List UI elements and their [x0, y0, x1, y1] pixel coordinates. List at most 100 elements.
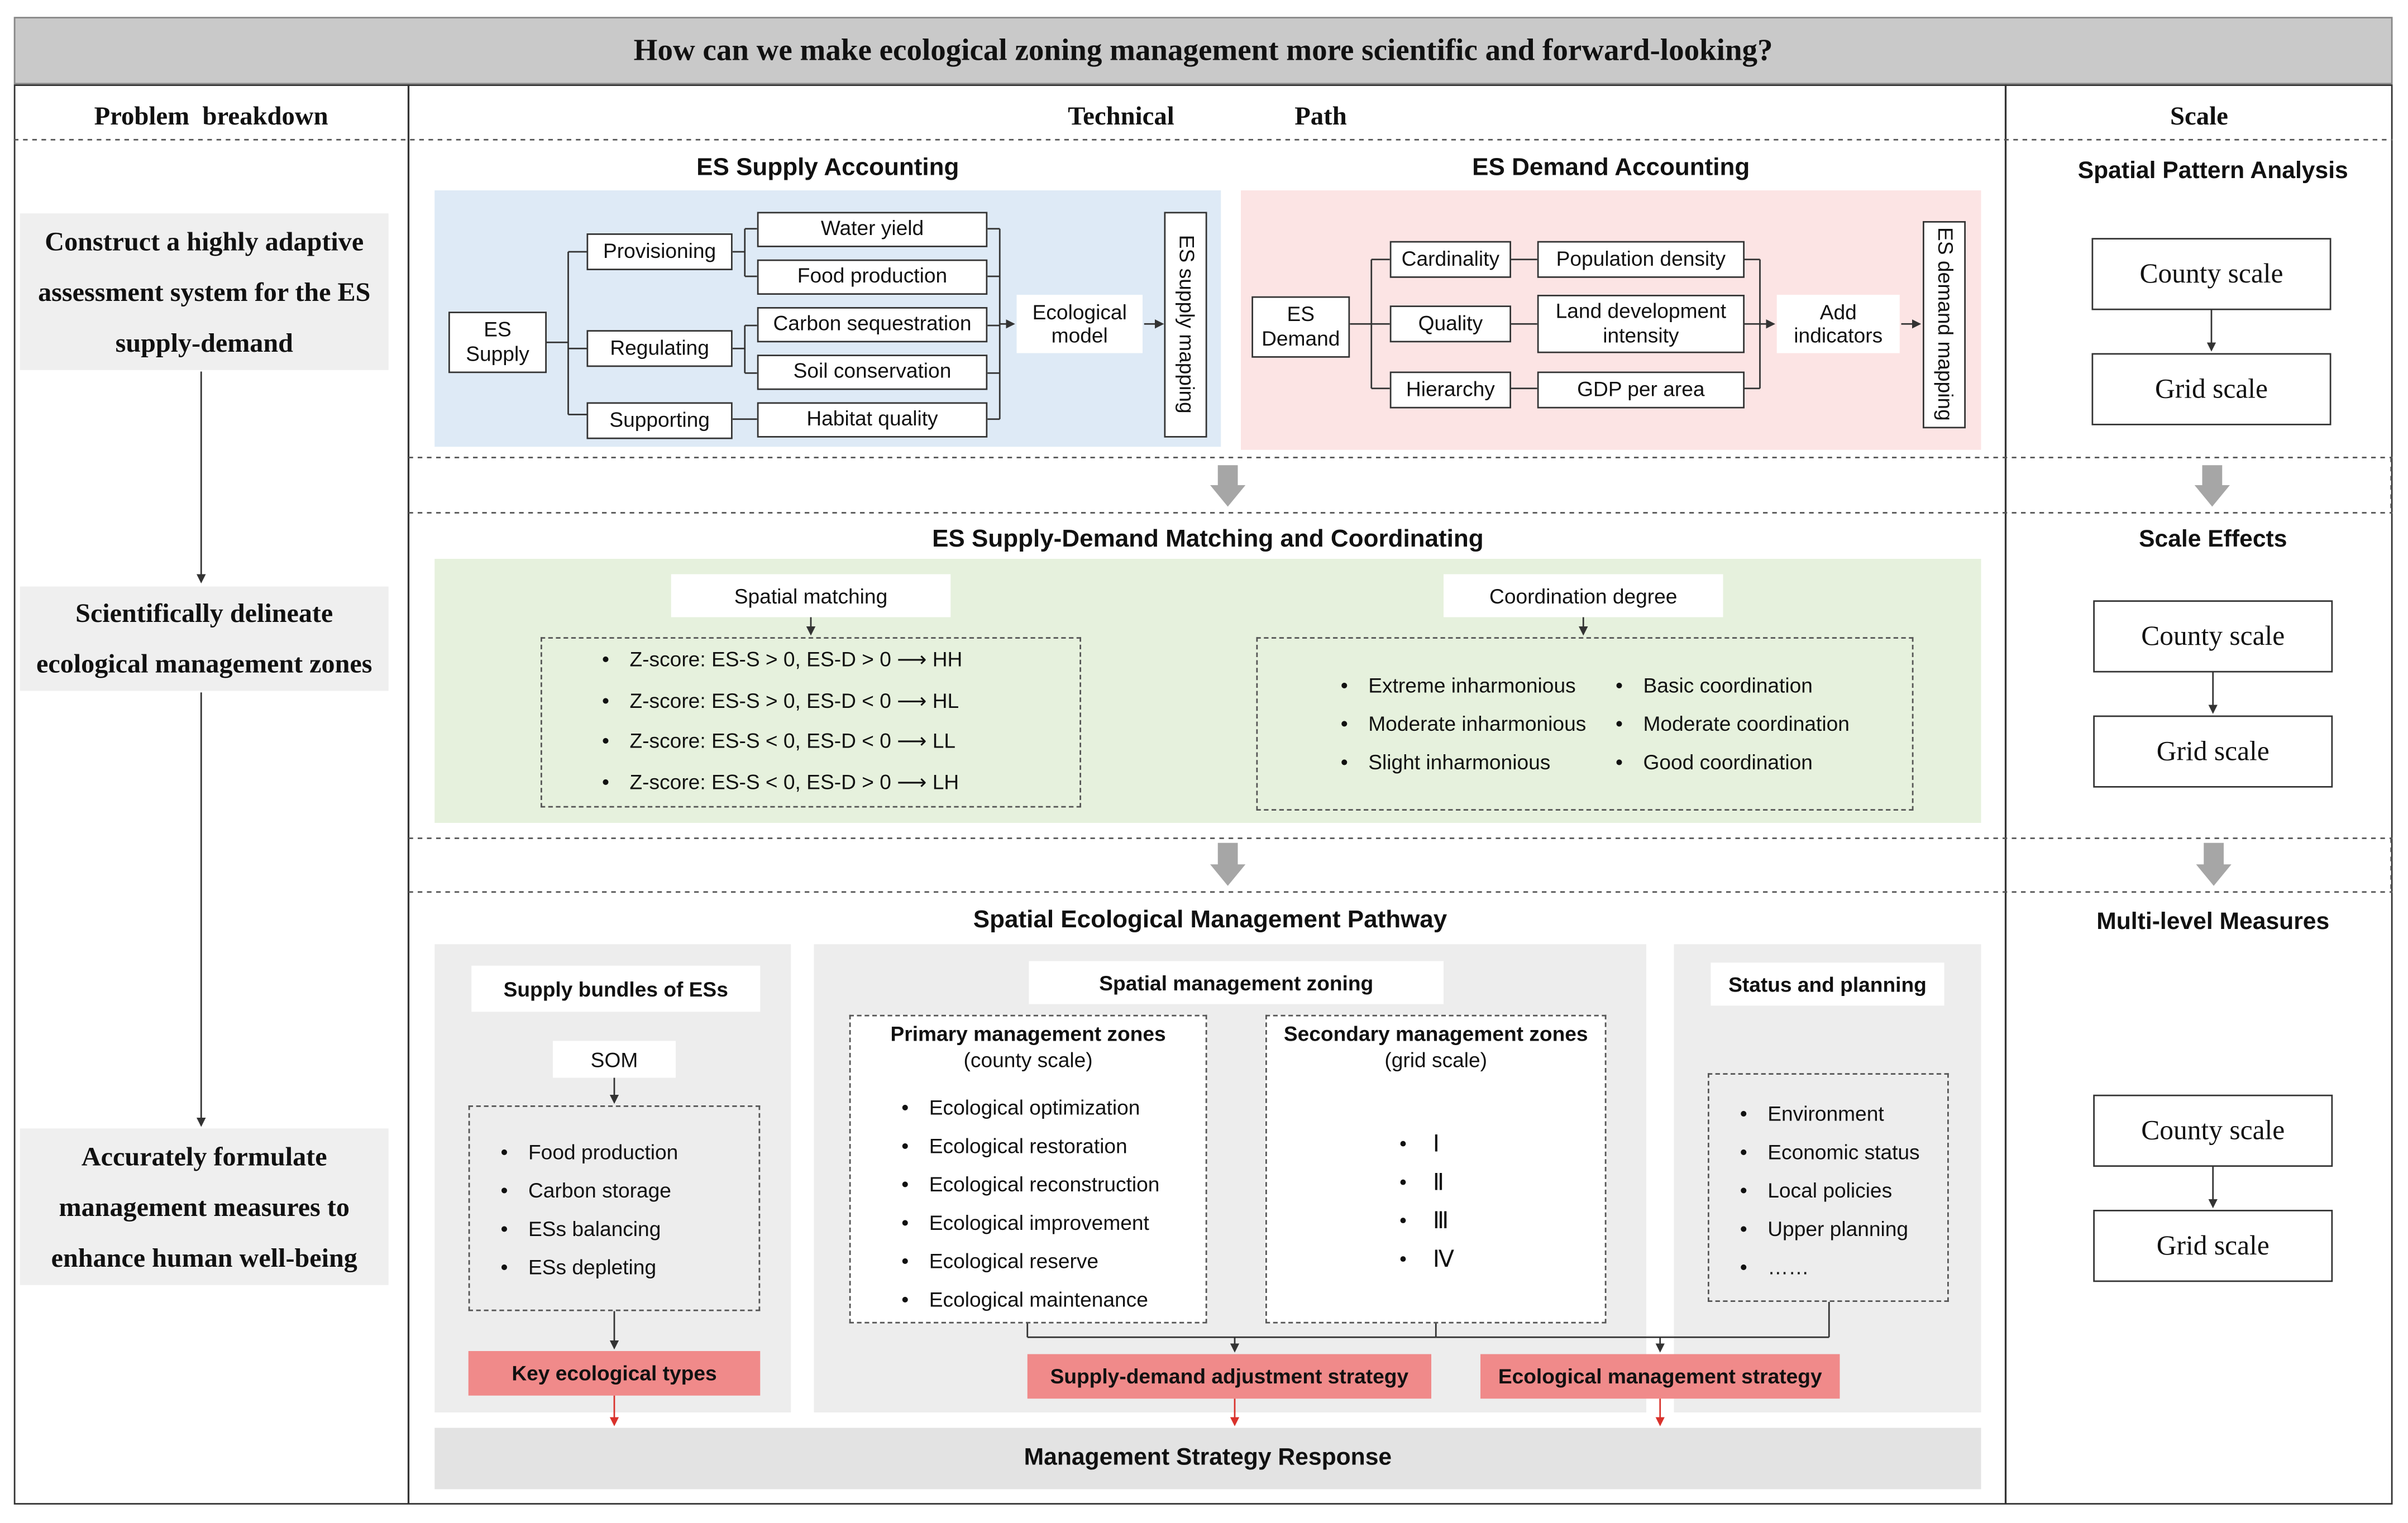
- status-list-box: [1708, 1073, 1949, 1302]
- secondary-zones-subtitle: (grid scale): [1384, 1048, 1488, 1072]
- ecological-management-strategy-box: Ecological management strategy: [1480, 1354, 1840, 1399]
- coordination-box: [1256, 637, 1914, 811]
- primary-zones-list: Ecological optimization Ecological resto…: [901, 1093, 1159, 1324]
- bundle-item: ESs depleting: [501, 1253, 679, 1291]
- supply-model-box: Ecological model: [1016, 295, 1143, 353]
- primary-zone-item: Ecological reserve: [901, 1247, 1159, 1285]
- down-arrow-icon: [1210, 842, 1246, 886]
- problem-3-text: Accurately formulate management measures…: [51, 1139, 357, 1272]
- scale-2-upper: County scale: [2093, 600, 2333, 673]
- problem-1: Construct a highly adaptive assessment s…: [20, 213, 389, 370]
- status-item: ……: [1740, 1253, 1920, 1291]
- scale-1-lower: Grid scale: [2091, 353, 2331, 425]
- bundles-list: Food production Carbon storage ESs balan…: [501, 1138, 679, 1291]
- header-technical-word2: Path: [1294, 101, 1347, 131]
- demand-leaf-population-density: Population density: [1537, 241, 1745, 278]
- supply-leaf-soil-conservation: Soil conservation: [757, 355, 988, 390]
- pathway-title: Spatial Ecological Management Pathway: [973, 907, 1447, 933]
- primary-zones-subtitle: (county scale): [963, 1048, 1093, 1072]
- coordination-degree-label: Coordination degree: [1444, 574, 1723, 617]
- problem-2-text: Scientifically delineate ecological mana…: [36, 597, 372, 679]
- bundles-title: Supply bundles of ESs: [471, 965, 761, 1012]
- scale-1-title: Spatial Pattern Analysis: [2077, 158, 2348, 184]
- primary-zone-item: Ecological maintenance: [901, 1285, 1159, 1324]
- demand-category-quality: Quality: [1389, 305, 1511, 343]
- coordination-item: Slight inharmonious: [1341, 748, 1587, 786]
- management-response-bar: Management Strategy Response: [434, 1428, 1981, 1490]
- problem-3: Accurately formulate management measures…: [20, 1128, 389, 1285]
- status-item: Environment: [1740, 1099, 1920, 1138]
- main-frame: [13, 84, 2393, 1505]
- supply-mapping-box: ES supply mapping: [1164, 212, 1207, 438]
- status-list: Environment Economic status Local polici…: [1740, 1099, 1920, 1291]
- som-box: SOM: [553, 1041, 676, 1078]
- zscore-item: Z-score: ES-S < 0, ES-D > 0 ⟶ LH: [602, 767, 962, 808]
- header-scale: Scale: [2170, 101, 2228, 131]
- demand-leaf-land-development: Land development intensity: [1537, 295, 1745, 353]
- supply-demand-adjustment-box: Supply-demand adjustment strategy: [1027, 1354, 1431, 1399]
- supply-category-supporting: Supporting: [586, 402, 733, 439]
- problem-1-text: Construct a highly adaptive assessment s…: [38, 224, 371, 357]
- coordination-item: Moderate coordination: [1616, 710, 1850, 748]
- coordination-item: Extreme inharmonious: [1341, 671, 1587, 710]
- supply-leaf-habitat-quality: Habitat quality: [757, 402, 988, 438]
- demand-mapping-box: ES demand mapping: [1923, 221, 1966, 429]
- page-title: How can we make ecological zoning manage…: [633, 33, 1773, 67]
- down-arrow-icon: [2194, 465, 2230, 507]
- primary-zone-item: Ecological improvement: [901, 1208, 1159, 1247]
- scale-3-upper: County scale: [2093, 1094, 2333, 1167]
- supply-leaf-water-yield: Water yield: [757, 212, 988, 247]
- bundles-list-box: [468, 1105, 761, 1311]
- down-arrow-icon: [2196, 842, 2232, 886]
- secondary-zones-list: Ⅰ Ⅱ Ⅲ Ⅳ: [1399, 1130, 1454, 1283]
- header-problem: Problem breakdown: [14, 95, 409, 138]
- scale-1-upper: County scale: [2091, 238, 2331, 310]
- primary-zone-item: Ecological restoration: [901, 1132, 1159, 1170]
- bundle-item: Carbon storage: [501, 1176, 679, 1215]
- supply-category-regulating: Regulating: [586, 330, 733, 367]
- supply-title: ES Supply Accounting: [696, 155, 959, 181]
- scale-2-lower: Grid scale: [2093, 715, 2333, 788]
- scale-3-title: Multi-level Measures: [2096, 909, 2330, 935]
- zscore-list: Z-score: ES-S > 0, ES-D > 0 ⟶ HH Z-score…: [602, 645, 962, 808]
- status-item: Economic status: [1740, 1138, 1920, 1176]
- status-title: Status and planning: [1711, 962, 1944, 1006]
- coordination-item: Good coordination: [1616, 748, 1850, 786]
- secondary-zone-item: Ⅱ: [1399, 1168, 1454, 1207]
- primary-zone-item: Ecological optimization: [901, 1093, 1159, 1132]
- status-item: Upper planning: [1740, 1214, 1920, 1253]
- secondary-zone-item: Ⅲ: [1399, 1207, 1454, 1246]
- secondary-zones-title: Secondary management zones: [1283, 1022, 1588, 1046]
- primary-zone-item: Ecological reconstruction: [901, 1170, 1159, 1209]
- title-bar: How can we make ecological zoning manage…: [13, 17, 2393, 85]
- status-item: Local policies: [1740, 1176, 1920, 1215]
- supply-category-provisioning: Provisioning: [586, 233, 733, 270]
- header-technical-word1: Technical: [1068, 101, 1174, 131]
- problem-2: Scientifically delineate ecological mana…: [20, 586, 389, 691]
- secondary-zone-item: Ⅰ: [1399, 1130, 1454, 1168]
- zoning-title: Spatial management zoning: [1029, 961, 1444, 1004]
- header-problem-label: Problem breakdown: [94, 101, 328, 131]
- coordination-list-right: Basic coordination Moderate coordination…: [1616, 671, 1850, 786]
- secondary-zone-item: Ⅳ: [1399, 1245, 1454, 1283]
- supply-leaf-carbon-sequestration: Carbon sequestration: [757, 307, 988, 343]
- matching-title: ES Supply-Demand Matching and Coordinati…: [932, 526, 1484, 553]
- demand-title: ES Demand Accounting: [1472, 155, 1750, 181]
- spatial-matching-label: Spatial matching: [671, 574, 951, 617]
- zscore-item: Z-score: ES-S > 0, ES-D > 0 ⟶ HH: [602, 645, 962, 686]
- coordination-list-left: Extreme inharmonious Moderate inharmonio…: [1341, 671, 1587, 786]
- demand-category-hierarchy: Hierarchy: [1389, 371, 1511, 409]
- demand-leaf-gdp-per-area: GDP per area: [1537, 371, 1745, 409]
- scale-2-title: Scale Effects: [2139, 526, 2287, 553]
- demand-category-cardinality: Cardinality: [1389, 241, 1511, 278]
- supply-leaf-food-production: Food production: [757, 259, 988, 295]
- down-arrow-icon: [1210, 465, 1246, 507]
- zscore-item: Z-score: ES-S > 0, ES-D < 0 ⟶ HL: [602, 686, 962, 726]
